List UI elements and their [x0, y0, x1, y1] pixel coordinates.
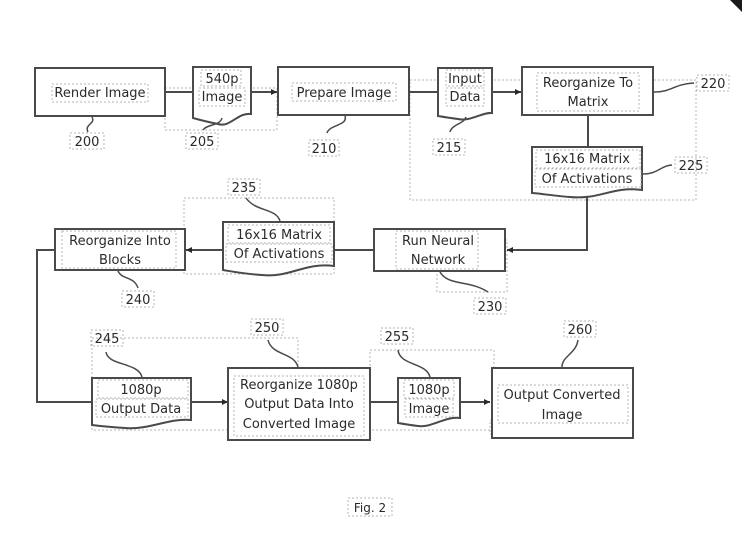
node-540p-image: 540p Image — [192, 66, 252, 126]
node-label: Of Activations — [234, 247, 325, 262]
ref-number: 200 — [75, 135, 100, 150]
ref-number: 215 — [437, 141, 462, 156]
node-label: 16x16 Matrix — [544, 152, 630, 167]
node-label: Image — [202, 90, 243, 105]
node-label: Output Data — [101, 402, 181, 417]
node-label: Input — [448, 72, 482, 87]
ref-number: 240 — [126, 293, 151, 308]
ref-number: 210 — [312, 142, 337, 157]
node-label: Network — [411, 253, 466, 268]
node-label: Matrix — [568, 95, 609, 110]
node-label: Reorganize To — [543, 76, 633, 91]
node-reorganize-into-blocks: Reorganize Into Blocks — [54, 228, 186, 271]
node-label: Image — [409, 402, 450, 417]
ref-number: 225 — [679, 159, 704, 174]
node-matrix-activations-225: 16x16 Matrix Of Activations — [531, 146, 643, 199]
node-label: 16x16 Matrix — [236, 228, 322, 243]
node-label: Reorganize Into — [69, 234, 171, 249]
node-label: 1080p — [408, 383, 449, 398]
arrow-225-230 — [507, 196, 588, 253]
ref-number: 235 — [232, 181, 257, 196]
ref-number: 250 — [255, 321, 280, 336]
node-label: Of Activations — [542, 172, 633, 187]
node-label: Image — [542, 408, 583, 423]
node-label: Reorganize 1080p — [240, 378, 358, 393]
ref-number: 220 — [701, 77, 726, 92]
ref-number: 255 — [385, 330, 410, 345]
figure-caption: Fig. 2 — [347, 497, 393, 517]
node-label: Output Data Into — [244, 397, 354, 412]
node-label: Blocks — [99, 253, 141, 268]
node-input-data: Input Data — [437, 67, 493, 121]
node-reorganize-1080p-output: Reorganize 1080p Output Data Into Conver… — [227, 367, 371, 441]
corner-mark — [730, 0, 742, 12]
ref-number: 245 — [95, 332, 120, 347]
node-1080p-output-data: 1080p Output Data — [91, 377, 192, 430]
node-label: Prepare Image — [297, 86, 392, 101]
connectors — [36, 89, 589, 405]
caption-text: Fig. 2 — [354, 501, 386, 515]
node-matrix-activations-235: 16x16 Matrix Of Activations — [222, 221, 335, 277]
node-prepare-image: Prepare Image — [277, 66, 410, 116]
node-label: 1080p — [120, 383, 161, 398]
node-run-neural-network: Run Neural Network — [373, 228, 506, 272]
node-reorganize-to-matrix: Reorganize To Matrix — [521, 66, 654, 116]
node-1080p-image: 1080p Image — [397, 377, 461, 428]
node-label: Data — [449, 90, 480, 105]
connector-240-245 — [36, 249, 92, 403]
node-label: Render Image — [54, 86, 145, 101]
node-label: Output Converted — [504, 388, 621, 403]
ref-number: 230 — [478, 300, 503, 315]
ref-number: 260 — [568, 323, 593, 338]
node-label: 540p — [205, 72, 238, 87]
node-label: Converted Image — [243, 417, 356, 432]
node-render-image: Render Image — [34, 67, 166, 117]
node-output-converted-image: Output Converted Image — [491, 367, 634, 439]
ref-number: 205 — [190, 135, 215, 150]
node-label: Run Neural — [402, 234, 474, 249]
